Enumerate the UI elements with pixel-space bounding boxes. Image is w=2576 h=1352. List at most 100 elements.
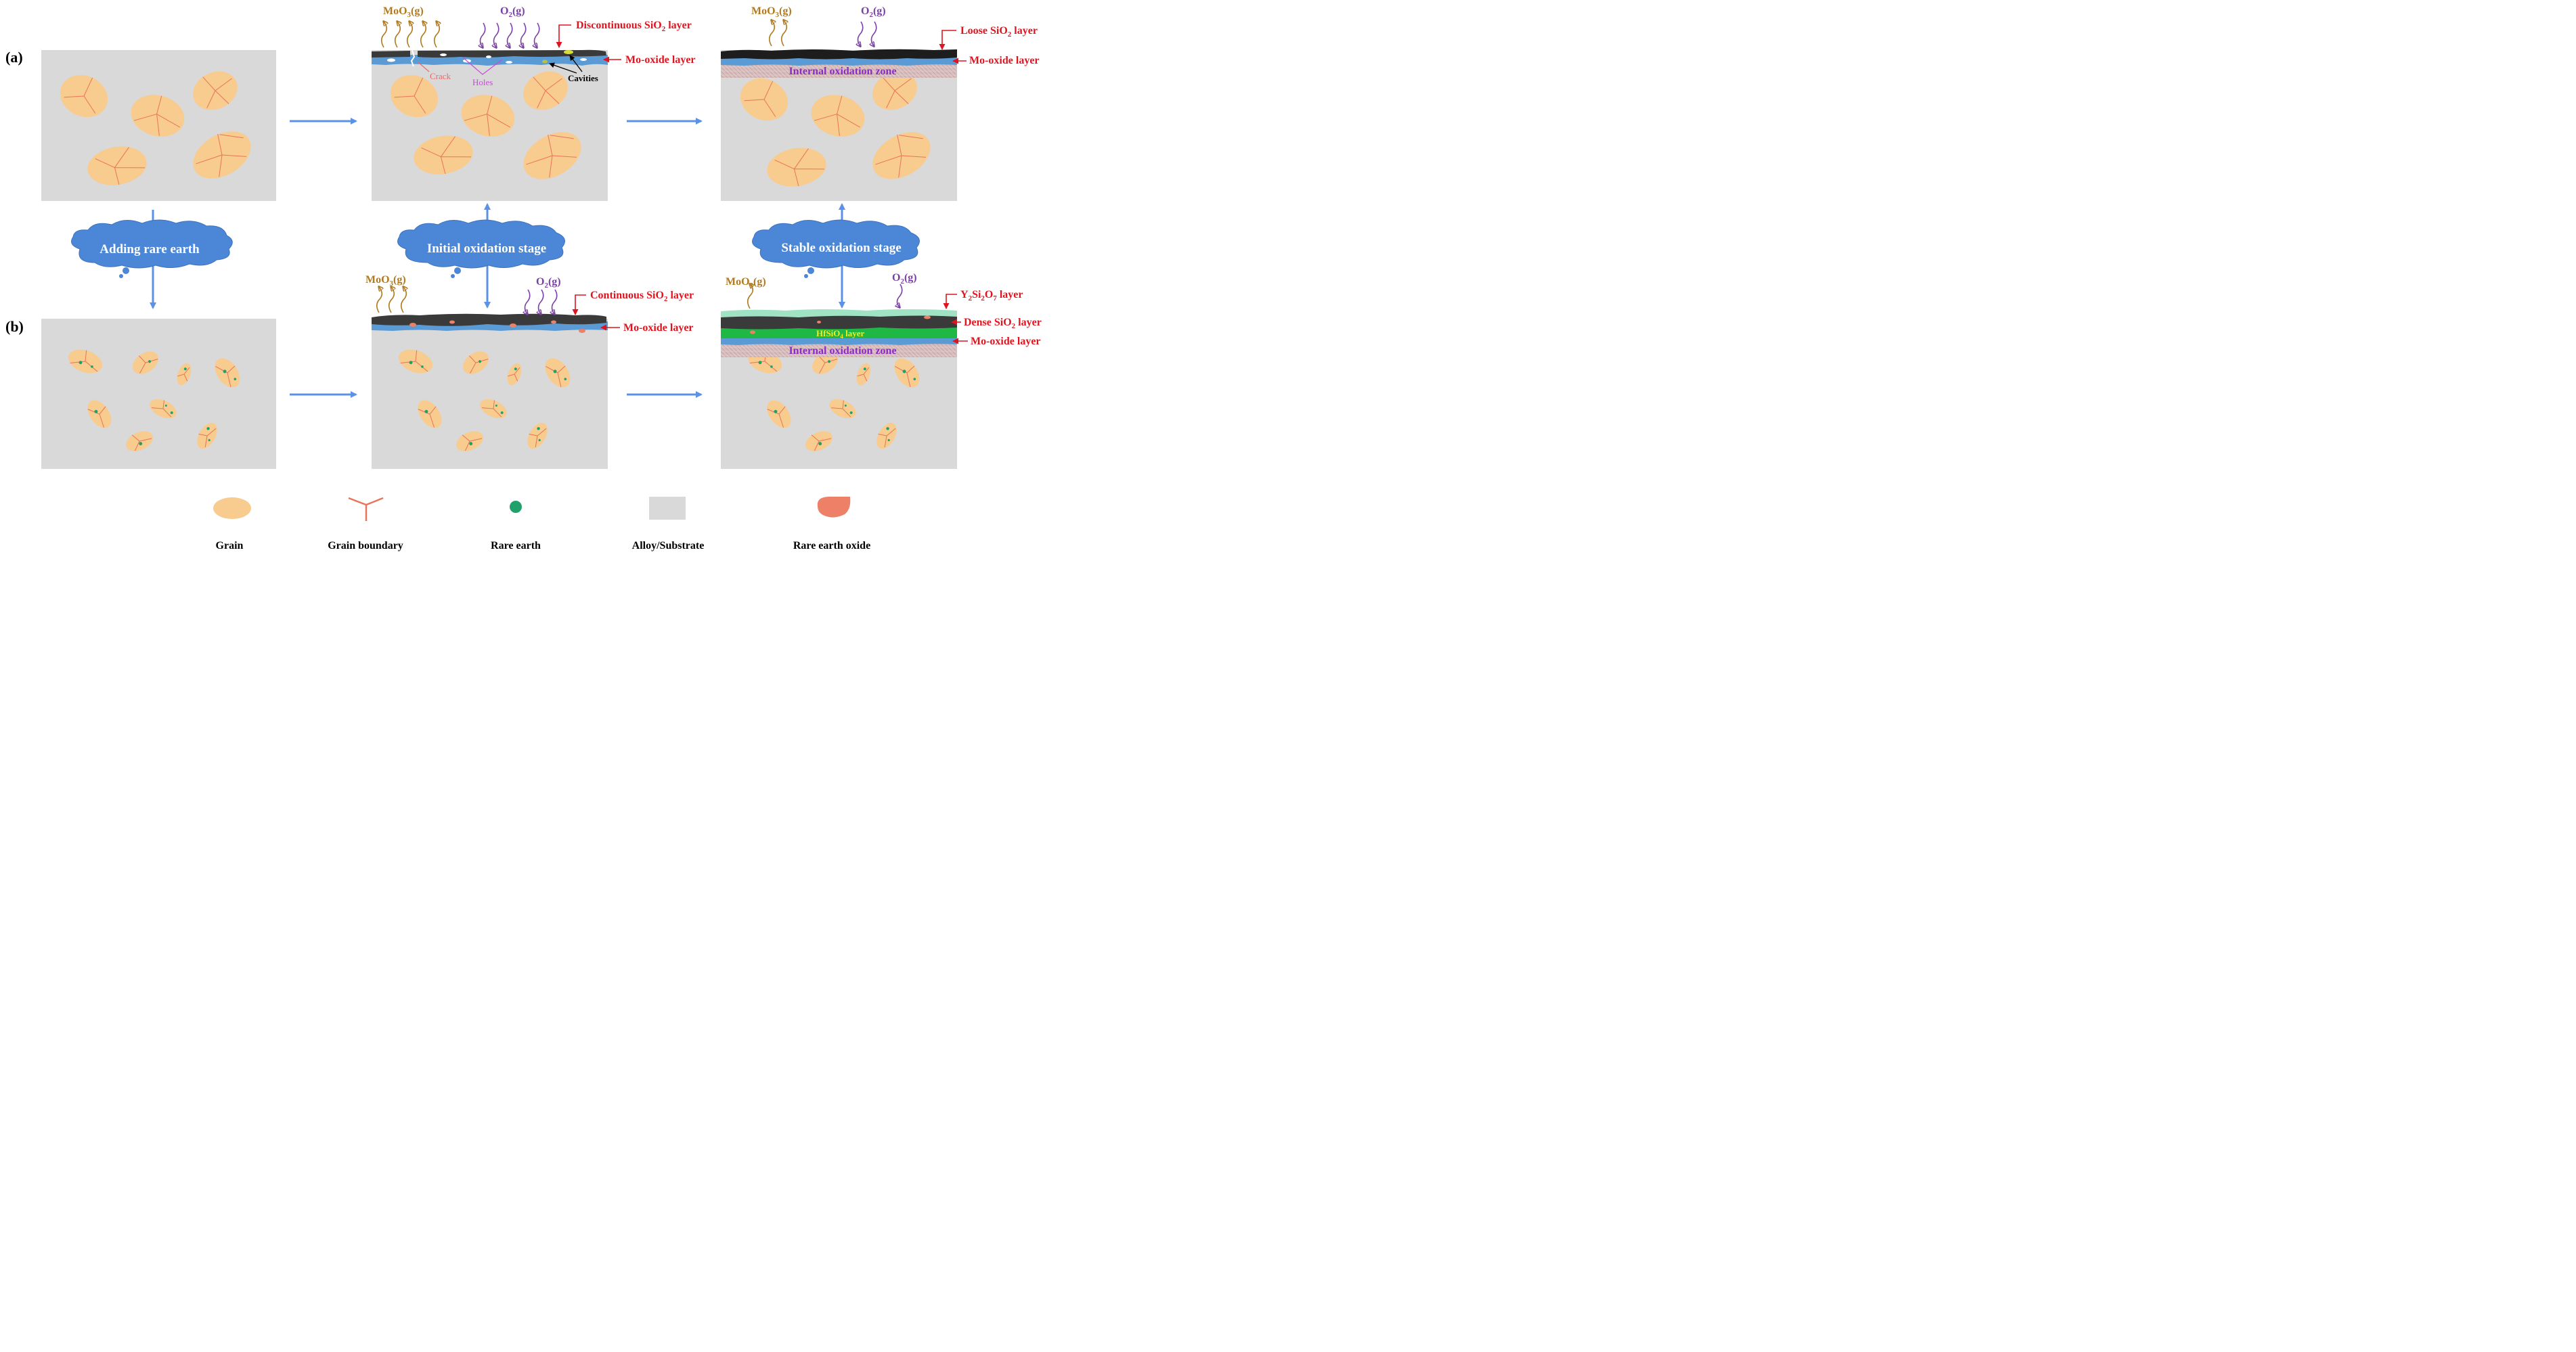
grain: [876, 422, 897, 449]
legend-grain-boundary-label: Grain boundary: [328, 540, 403, 551]
rare-earth-dot: [758, 361, 762, 365]
rare-earth-dot: [479, 360, 482, 363]
rare-earth-dot: [469, 442, 473, 446]
legend-rare-earth-oxide-label: Rare earth oxide: [793, 540, 870, 551]
grain: [507, 363, 522, 386]
rare-earth-dot: [91, 365, 93, 368]
hole: [440, 53, 447, 56]
grain: [523, 132, 581, 179]
grain: [463, 351, 489, 374]
rare-earth-oxide: [449, 320, 455, 324]
moo3-gas-arrows-a2: [380, 22, 440, 48]
rare-earth-dot: [206, 427, 210, 430]
panel-label-b: (b): [5, 318, 24, 335]
grain: [133, 351, 158, 374]
grain: [480, 399, 507, 419]
grain: [418, 400, 442, 428]
label-hfsio4: HfSiO4 layer: [816, 328, 865, 340]
grain: [805, 431, 832, 451]
label-holes: Holes: [472, 77, 493, 87]
grain: [390, 74, 439, 118]
rare-earth-dot: [770, 365, 773, 368]
rare-earth-oxide: [817, 321, 821, 323]
cloud-adding-rare-earth: Adding rare earth: [71, 219, 233, 278]
rare-earth-dot: [424, 409, 428, 413]
rare-earth-dot: [863, 367, 866, 371]
rare-earth-dot: [79, 361, 83, 365]
o2-gas-arrows-a2: [481, 22, 540, 47]
oxidation-mechanism-diagram: (a) (b): [5, 5, 1042, 551]
rare-earth-dot: [902, 369, 906, 374]
cloud-label-initial: Initial oxidation stage: [427, 242, 546, 256]
continuous-sio2-layer: [372, 313, 606, 326]
grain: [131, 95, 185, 137]
internal-oxidation-zone: [721, 342, 957, 357]
pointer-continuous: [572, 294, 586, 315]
grain: [68, 349, 103, 374]
legend-grain-label: Grain: [216, 540, 244, 551]
grain: [894, 358, 920, 388]
rare-earth-dot: [208, 438, 210, 442]
moo3-gas-arrows-b3: [747, 284, 753, 309]
diagram-stage: (a) (b): [0, 0, 1061, 557]
pointer-loose-sio2: [939, 30, 956, 50]
moo3-gas-arrows-b2: [376, 287, 407, 313]
rare-earth-dot: [170, 411, 173, 414]
grain: [829, 399, 856, 419]
grain: [767, 400, 791, 428]
grain: [197, 422, 217, 449]
label-internal-zone-b3: Internal oxidation zone: [789, 345, 896, 357]
hole: [486, 55, 491, 58]
rare-earth-oxide: [579, 329, 585, 333]
rare-earth-dot: [409, 361, 413, 365]
rare-earth-dot: [774, 409, 778, 413]
rare-earth-dot: [913, 378, 916, 380]
rare-earth-dot: [94, 409, 98, 413]
b2-surface-layers: [372, 313, 608, 333]
grain: [811, 95, 865, 137]
moo3-label-a3: MoO3(g): [751, 5, 792, 19]
grain: [177, 363, 192, 386]
hole: [580, 58, 587, 61]
b3-surface-layers: [721, 309, 957, 357]
mo-oxide-layer: [372, 55, 608, 66]
panel-label-a: (a): [5, 49, 23, 66]
label-mo-oxide-b3: Mo-oxide layer: [971, 336, 1041, 347]
rare-earth-dot: [818, 442, 822, 446]
rare-earth-dot: [537, 427, 540, 430]
grain: [740, 78, 789, 121]
rare-earth-dot: [164, 404, 167, 407]
a3-surface-layers: [721, 49, 957, 78]
rare-earth-dot: [183, 367, 187, 371]
grain: [545, 358, 571, 388]
label-y2si2o7: Y2Si2O7 layer: [960, 289, 1023, 302]
rare-earth-dot: [495, 404, 497, 407]
cavity: [542, 60, 548, 64]
rare-earth-dot: [538, 438, 541, 442]
label-internal-zone-a3: Internal oxidation zone: [789, 66, 896, 77]
o2-label-a2: O2(g): [500, 5, 525, 19]
substrate-b2: [372, 319, 608, 469]
grain: [456, 431, 483, 451]
cloud-initial-oxidation: Initial oxidation stage: [397, 219, 565, 278]
rare-earth-oxide: [409, 323, 416, 327]
pointer-discontinuous: [556, 24, 571, 48]
rare-earth-oxide: [924, 315, 931, 319]
grain: [60, 74, 108, 118]
grain: [398, 349, 433, 374]
label-discontinuous-sio2: Discontinuous SiO2 layer: [576, 20, 692, 33]
grain: [856, 363, 871, 386]
crack: [410, 49, 416, 67]
pointer-y2si2o7: [943, 294, 957, 309]
grain: [87, 146, 147, 185]
dense-sio2-layer: [721, 315, 957, 330]
o2-label-b3: O2(g): [892, 272, 917, 286]
grain: [414, 135, 473, 175]
legend-substrate-label: Alloy/Substrate: [632, 540, 705, 551]
rare-earth-dot: [234, 378, 237, 380]
grain: [193, 71, 238, 110]
grains-b1: [68, 349, 240, 451]
label-mo-oxide-a2: Mo-oxide layer: [625, 54, 696, 66]
label-dense-sio2: Dense SiO2 layer: [964, 317, 1042, 330]
legend-substrate-swatch: [649, 497, 686, 520]
